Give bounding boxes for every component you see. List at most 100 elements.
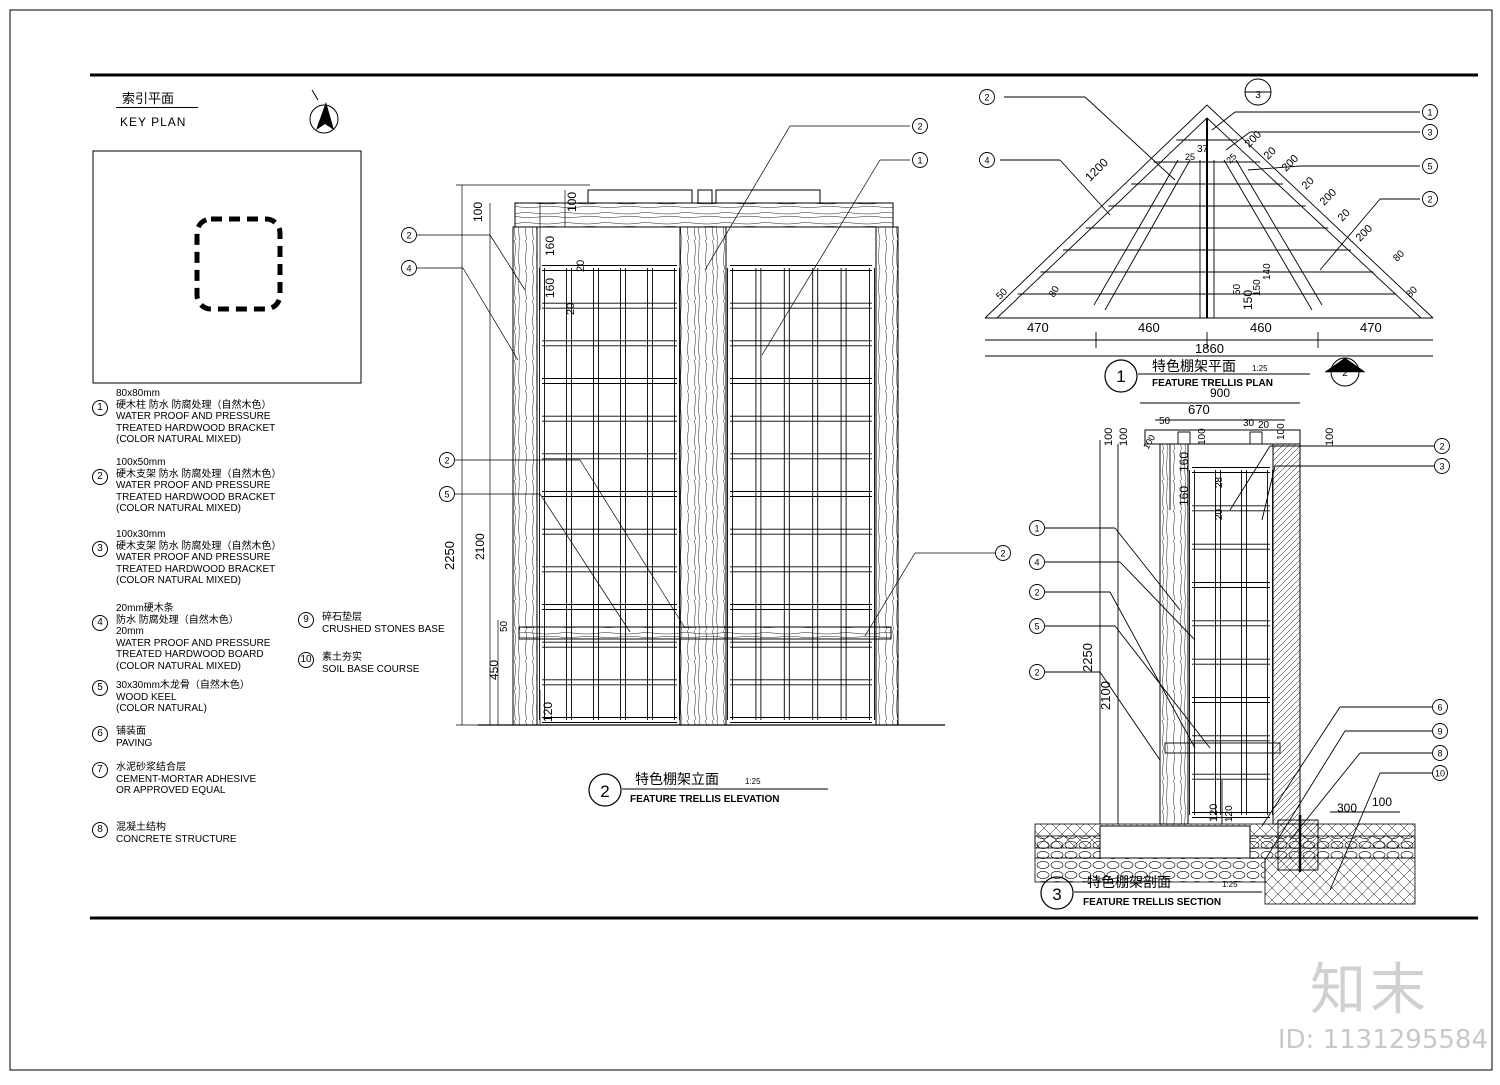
dimension-label: 100: [565, 192, 579, 212]
dimension-label: 2100: [473, 533, 487, 560]
dimension-label: 900: [1210, 386, 1230, 400]
plan-title-en: FEATURE TRELLIS PLAN: [1152, 378, 1273, 389]
legend-line: 硬木支架 防水 防腐处理（自然木色）: [116, 540, 282, 552]
callout-number: 2: [1000, 549, 1005, 559]
callout-circle: [1432, 765, 1448, 781]
dimension-label: 200: [1318, 187, 1339, 208]
plan-section-mark: 3: [1255, 90, 1261, 101]
callout-circle: [1422, 104, 1438, 120]
legend-line: 100x50mm: [116, 457, 166, 468]
dimension-label: 450: [487, 660, 501, 680]
dimension-label: 20: [1214, 508, 1225, 520]
dimension-label: 20: [575, 260, 587, 272]
dimension-label: 80: [1404, 284, 1420, 300]
callout-circle: [1029, 584, 1045, 600]
legend-line: WATER PROOF AND PRESSURE: [116, 480, 271, 491]
callout-number: 5: [444, 490, 449, 500]
dimension-label: 80: [1047, 284, 1062, 300]
legend-line: WOOD KEEL: [116, 691, 177, 703]
dimension-label: 20: [565, 303, 577, 315]
legend-line: WATER PROOF AND PRESSURE: [116, 552, 271, 563]
legend-number: 3: [92, 541, 108, 557]
elevation-title-en: FEATURE TRELLIS ELEVATION: [630, 794, 779, 805]
section-title-cn: 特色棚架剖面: [1087, 874, 1171, 890]
key-plan-title-en: KEY PLAN: [120, 115, 187, 129]
callout-circle: [912, 118, 928, 134]
legend-line: 铺装面: [116, 726, 146, 737]
dimension-label: 1200: [1082, 155, 1111, 184]
dimension-label: 150: [1252, 279, 1263, 296]
sheet-border: [9, 9, 1493, 1071]
dimension-label: 25: [1185, 152, 1195, 162]
callout-number: 2: [1034, 668, 1039, 678]
dimension-label: 30: [1243, 418, 1255, 429]
dimension-label: 460: [1250, 320, 1272, 335]
dimension-label: 140: [1262, 263, 1273, 280]
dimension-label: 160: [543, 278, 557, 298]
callout-circle: [1422, 158, 1438, 174]
legend-line: 混凝土结构: [116, 822, 166, 833]
legend-line: 硬木柱 防水 防腐处理（自然木色）: [116, 399, 272, 411]
dimension-label: 150: [1241, 290, 1255, 310]
legend-line: PAVING: [116, 737, 153, 749]
callout-circle: [1432, 723, 1448, 739]
dimension-label: 120: [541, 702, 555, 722]
dimension-label: 50: [1232, 283, 1243, 295]
callout-circle: [1422, 124, 1438, 140]
dimension-label: 100: [471, 202, 485, 222]
dimension-label: 50: [994, 286, 1010, 302]
key-plan-title-cn: 索引平面: [122, 91, 175, 106]
dimension-label: 100: [1372, 795, 1392, 809]
dimension-label: 20: [1258, 420, 1270, 431]
dimension-label: 2250: [1080, 643, 1095, 672]
dimension-label: 470: [1360, 320, 1382, 335]
key-plan-box: [92, 150, 362, 384]
plan-scale: 1:25: [1252, 364, 1268, 373]
legend-number: 4: [92, 615, 108, 631]
plan-title-cn: 特色棚架平面: [1152, 358, 1236, 374]
legend-line: 100x30mm: [116, 529, 166, 540]
legend-line: (COLOR NATURAL MIXED): [116, 660, 242, 672]
section-title: 3 特色棚架剖面 1:25 FEATURE TRELLIS SECTION: [1040, 874, 1262, 910]
callout-number: 3: [1427, 128, 1432, 138]
legend-line: 30x30mm木龙骨（自然木色）: [116, 680, 250, 691]
section-num: 3: [1052, 885, 1061, 904]
legend-line: 素土夯实: [322, 652, 362, 663]
legend-line: TREATED HARDWOOD BRACKET: [116, 422, 276, 434]
dimension-label: 100: [1276, 423, 1287, 440]
legend-line: TREATED HARDWOOD BRACKET: [116, 491, 276, 503]
watermark-logo: 知末: [1310, 958, 1430, 1023]
dimension-label: 1860: [1195, 341, 1224, 356]
callout-number: 1: [1427, 108, 1432, 118]
callout-number: 4: [406, 264, 411, 274]
legend-number: 8: [92, 822, 108, 838]
dimension-label: 50: [499, 620, 510, 632]
callout-number: 4: [984, 156, 989, 166]
dimension-label: 50: [1159, 416, 1171, 427]
legend-number: 1: [92, 400, 108, 416]
callout-number: 5: [1427, 162, 1432, 172]
callout-number: 9: [1437, 727, 1442, 737]
north-arrow-icon: [309, 89, 339, 134]
plan-title: 1 特色棚架平面 1:25 FEATURE TRELLIS PLAN 3 2: [1104, 90, 1348, 393]
legend-line: 碎石垫层: [322, 612, 362, 623]
dimension-label: 100: [1141, 433, 1157, 451]
elevation-title-cn: 特色棚架立面: [635, 771, 719, 787]
dimension-label: 470: [1027, 320, 1049, 335]
callout-circle: [979, 89, 995, 105]
legend-line: (COLOR NATURAL MIXED): [116, 503, 242, 514]
dimension-label: 670: [1188, 402, 1210, 417]
dimension-label: 300: [1337, 801, 1357, 815]
callout-number: 10: [1435, 769, 1445, 779]
callout-circle: [1432, 745, 1448, 761]
legend-text: 30x30mm木龙骨（自然木色）WOOD KEEL(COLOR NATURAL): [116, 680, 250, 715]
callout-circle: [1422, 191, 1438, 207]
